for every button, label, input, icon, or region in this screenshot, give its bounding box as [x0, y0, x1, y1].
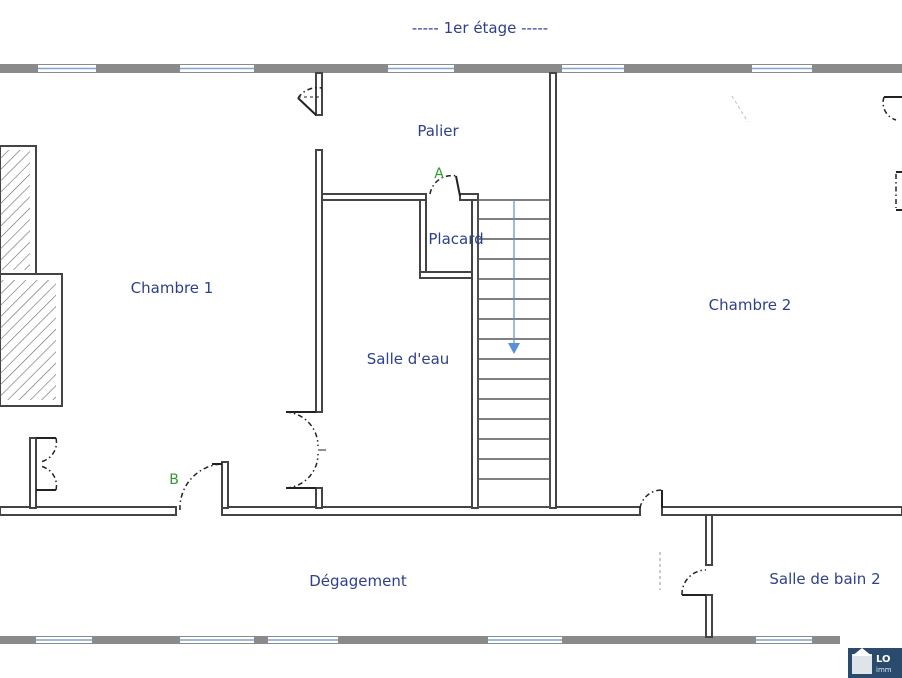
room-label-degagement: Dégagement: [309, 572, 407, 590]
hatched-block: [0, 145, 63, 407]
door-chambre1-corridor: [179, 463, 223, 511]
door-chambre2-right: [882, 96, 902, 211]
marker-b: B: [169, 472, 179, 488]
door-placard: [429, 174, 461, 197]
door-left: [36, 437, 58, 491]
interior-walls: [0, 72, 902, 638]
door-salle-eau: [285, 411, 326, 489]
door-chambre2-corridor: [639, 489, 663, 509]
stair-down-arrow-icon: [508, 343, 520, 354]
marker-a: A: [434, 166, 444, 182]
floor-title: ----- 1er étage -----: [412, 19, 548, 37]
room-label-salle-bain2: Salle de bain 2: [769, 570, 880, 588]
house-icon: [852, 654, 872, 674]
agency-logo: LO imm: [848, 648, 902, 678]
room-label-chambre1: Chambre 1: [131, 279, 214, 297]
exterior-wall-top: [0, 64, 902, 73]
room-label-chambre2: Chambre 2: [709, 296, 792, 314]
staircase: [477, 199, 551, 508]
room-label-placard: Placard: [428, 230, 483, 248]
logo-subtext: imm: [876, 666, 892, 674]
doors: [36, 86, 902, 596]
door-chambre1-palier: [297, 86, 323, 116]
door-salle-bain2: [659, 552, 707, 596]
exterior-wall-bottom: [0, 636, 840, 644]
room-label-salle-eau: Salle d'eau: [367, 350, 450, 368]
room-label-palier: Palier: [417, 122, 459, 140]
logo-text: LO: [876, 654, 891, 665]
